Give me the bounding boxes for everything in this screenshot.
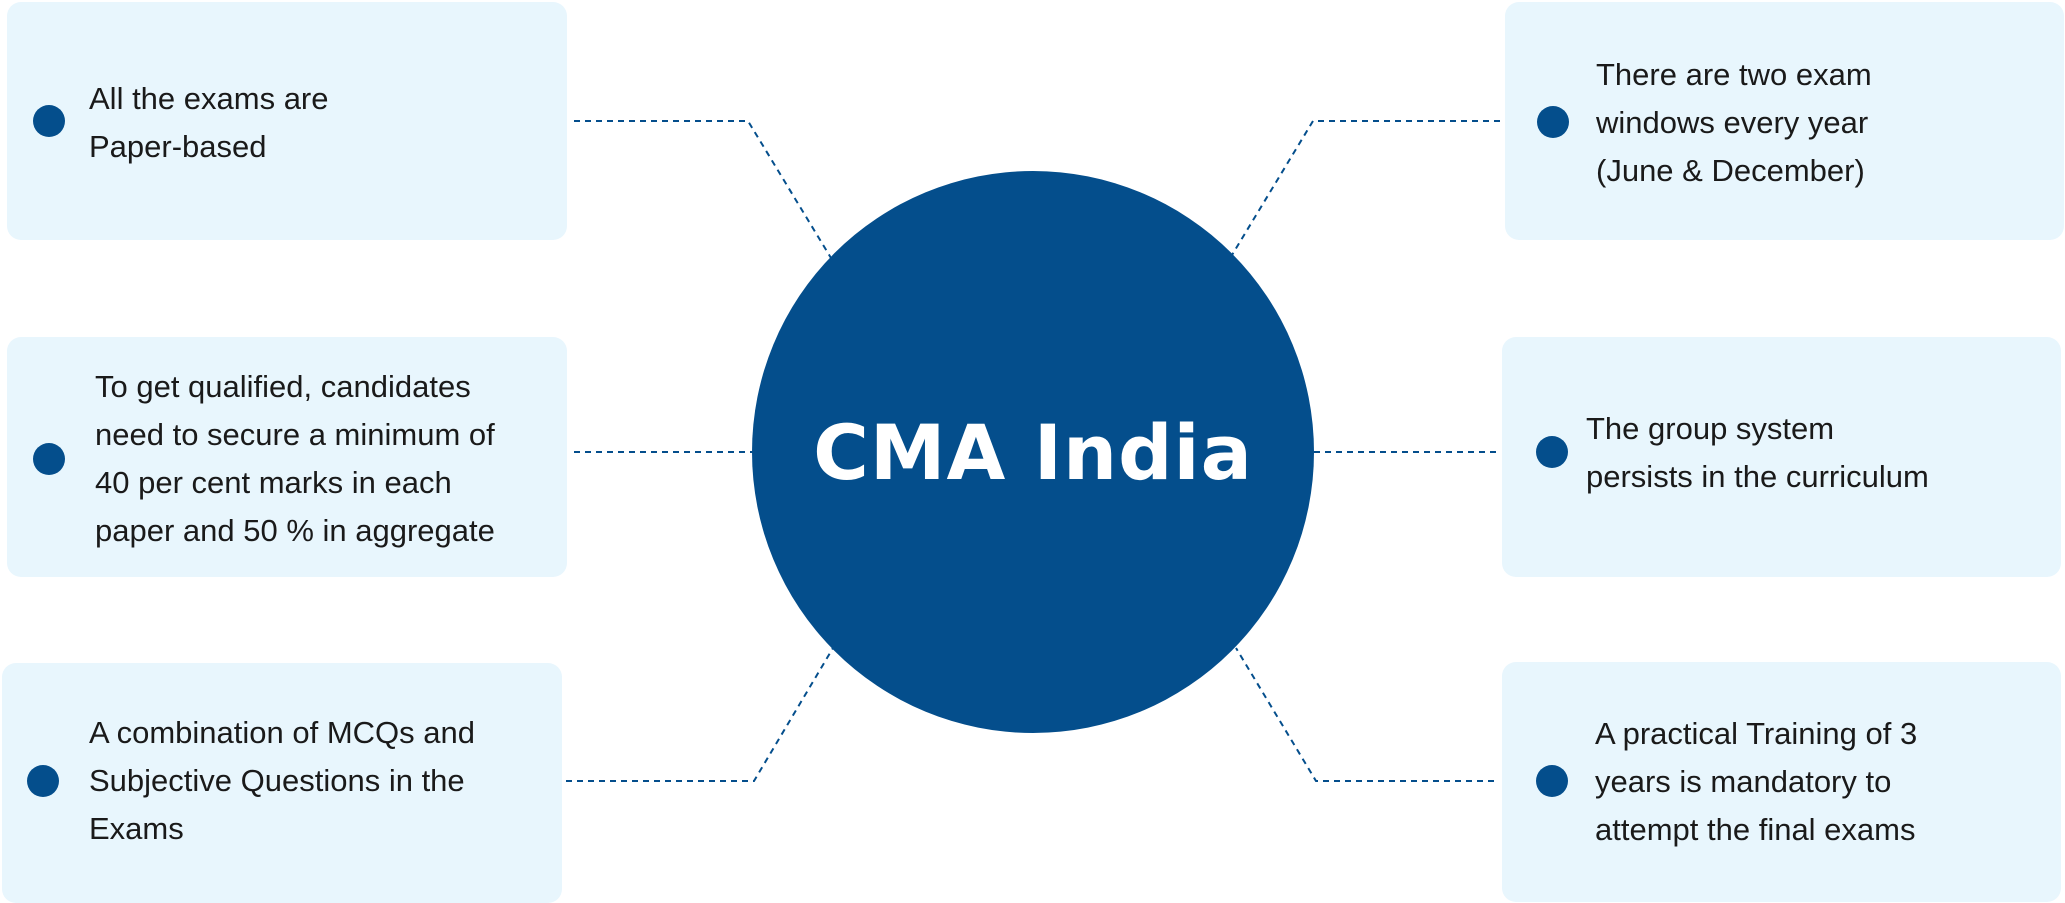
info-card-qualification: To get qualified, candidates need to sec… xyxy=(7,337,567,577)
info-card-exam-windows: There are two exam windows every year (J… xyxy=(1505,2,2064,240)
card-text: There are two exam windows every year (J… xyxy=(1596,57,1872,188)
card-text: All the exams are Paper-based xyxy=(89,81,329,164)
central-hub-circle: CMA India xyxy=(752,171,1314,733)
card-text: To get qualified, candidates need to sec… xyxy=(95,369,495,548)
bullet-dot xyxy=(33,443,65,475)
bullet-dot xyxy=(1537,106,1569,138)
connector-left-bottom xyxy=(566,647,834,782)
connector-left-top xyxy=(574,120,832,259)
info-card-paper-based: All the exams are Paper-based xyxy=(7,2,567,240)
bullet-dot xyxy=(1536,436,1568,468)
bullet-dot xyxy=(1536,765,1568,797)
card-text: A combination of MCQs and Subjective Que… xyxy=(89,715,475,846)
card-text: The group system persists in the curricu… xyxy=(1586,411,1929,494)
connector-right-top xyxy=(1231,120,1500,256)
info-card-practical-training: A practical Training of 3 years is manda… xyxy=(1502,662,2061,902)
bullet-dot xyxy=(27,765,59,797)
connector-right-bottom xyxy=(1235,647,1494,782)
hub-title: CMA India xyxy=(813,407,1253,497)
info-card-group-system: The group system persists in the curricu… xyxy=(1502,337,2061,577)
info-card-mcq-subjective: A combination of MCQs and Subjective Que… xyxy=(2,663,562,903)
bullet-dot xyxy=(33,105,65,137)
card-text: A practical Training of 3 years is manda… xyxy=(1595,716,1918,847)
